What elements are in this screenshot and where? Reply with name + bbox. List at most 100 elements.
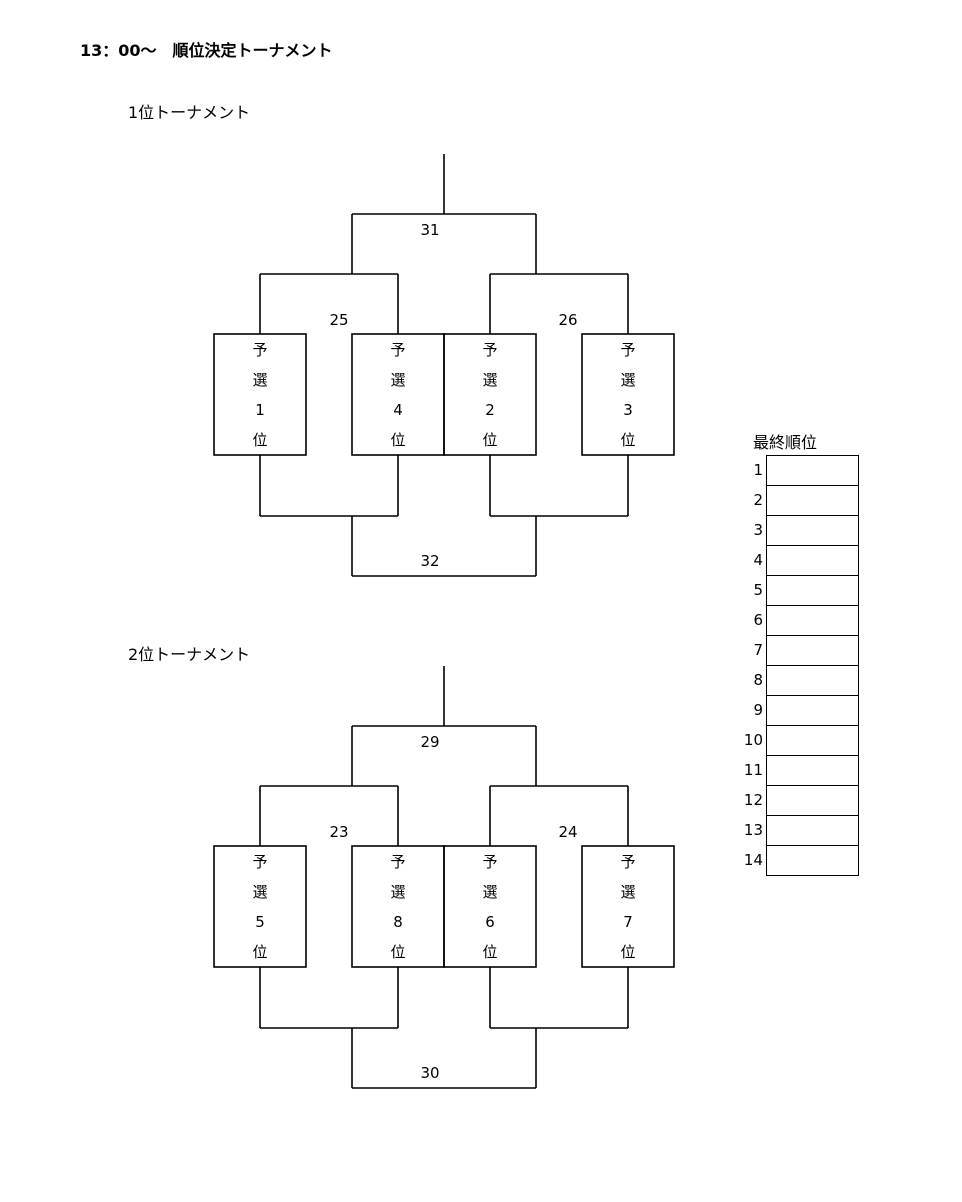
- ranking-place: 4: [753, 551, 763, 569]
- seed-label-char: 位: [252, 943, 267, 961]
- seed-label-char: 5: [255, 913, 265, 931]
- seed-label-char: 位: [620, 431, 635, 449]
- seed-label-char: 位: [482, 943, 497, 961]
- seed-label-char: 予: [252, 341, 267, 359]
- bracket-1-seed-2-label: 予 選 4 位: [390, 341, 405, 449]
- ranking-row: 12: [740, 785, 860, 815]
- ranking-row: 14: [740, 845, 860, 876]
- bracket-2-seed-3-label: 予 選 6 位: [482, 853, 497, 961]
- seed-label-char: 6: [485, 913, 495, 931]
- seed-label-char: 選: [482, 883, 497, 901]
- seed-label-char: 選: [620, 883, 635, 901]
- ranking-entry-field: [766, 785, 859, 815]
- page-title: 13：00～ 順位決定トーナメント: [80, 41, 333, 60]
- bracket-1-seed-3-label: 予 選 2 位: [482, 341, 497, 449]
- bracket-1-semi-left-match-number: 25: [329, 311, 348, 329]
- ranking-entry-field: [766, 545, 859, 575]
- bracket-2-seed-box-3: [443, 845, 537, 968]
- seed-label-char: 7: [623, 913, 633, 931]
- ranking-entry-field: [766, 575, 859, 605]
- ranking-row: 10: [740, 725, 860, 755]
- ranking-entry-field: [766, 845, 859, 876]
- bracket-2-third-place-match-number: 30: [420, 1064, 439, 1082]
- ranking-place: 1: [753, 461, 763, 479]
- seed-label-char: 選: [252, 883, 267, 901]
- seed-label-char: 3: [623, 401, 633, 419]
- bracket-1-third-place-match-number: 32: [420, 552, 439, 570]
- seed-label-char: 予: [390, 853, 405, 871]
- ranking-place: 14: [743, 851, 763, 869]
- seed-label-char: 予: [620, 341, 635, 359]
- seed-label-char: 位: [482, 431, 497, 449]
- seed-label-char: 位: [252, 431, 267, 449]
- bracket-1-seed-4-label: 予 選 3 位: [620, 341, 635, 449]
- ranking-entry-field: [766, 725, 859, 755]
- seed-label-char: 予: [620, 853, 635, 871]
- ranking-row: 11: [740, 755, 860, 785]
- bracket-1-semi-right-match-number: 26: [558, 311, 577, 329]
- ranking-row: 5: [740, 575, 860, 605]
- ranking-row: 2: [740, 485, 860, 515]
- bracket-2-seed-1-label: 予 選 5 位: [252, 853, 267, 961]
- seed-label-char: 選: [390, 883, 405, 901]
- seed-label-char: 予: [482, 341, 497, 359]
- seed-label-char: 選: [620, 371, 635, 389]
- bracket-2-seed-box-4: [581, 845, 675, 968]
- seed-label-char: 1: [255, 401, 265, 419]
- bracket-1-seed-box-1: [213, 333, 307, 456]
- ranking-place: 8: [753, 671, 763, 689]
- ranking-place: 3: [753, 521, 763, 539]
- ranking-entry-field: [766, 665, 859, 695]
- ranking-entry-field: [766, 635, 859, 665]
- seed-label-char: 2: [485, 401, 495, 419]
- ranking-place: 10: [743, 731, 763, 749]
- ranking-place: 5: [753, 581, 763, 599]
- ranking-entry-field: [766, 695, 859, 725]
- ranking-entry-field: [766, 755, 859, 785]
- seed-label-char: 選: [252, 371, 267, 389]
- ranking-place: 7: [753, 641, 763, 659]
- final-ranking-title: 最終順位: [753, 433, 818, 452]
- bracket-1-seed-1-label: 予 選 1 位: [252, 341, 267, 449]
- bracket-1-lines: [259, 154, 629, 577]
- bracket-2-lines: [259, 666, 629, 1089]
- bracket-2-final-match-number: 29: [420, 733, 439, 751]
- ranking-row: 6: [740, 605, 860, 635]
- ranking-place: 9: [753, 701, 763, 719]
- bracket-1-title: 1位トーナメント: [128, 103, 251, 122]
- ranking-row: 9: [740, 695, 860, 725]
- ranking-row: 4: [740, 545, 860, 575]
- ranking-entry-field: [766, 485, 859, 515]
- bracket-1-seed-box-4: [581, 333, 675, 456]
- bracket-2-semi-right-match-number: 24: [558, 823, 577, 841]
- bracket-1-diagram: 31 25 26 32 予 選 1 位 予 選 4 位 予 選 2 位 予 選 …: [213, 154, 675, 577]
- ranking-entry-field: [766, 455, 859, 485]
- bracket-1-final-match-number: 31: [420, 221, 439, 239]
- ranking-entry-field: [766, 815, 859, 845]
- ranking-row: 3: [740, 515, 860, 545]
- seed-label-char: 予: [390, 341, 405, 359]
- bracket-2-seed-box-1: [213, 845, 307, 968]
- seed-label-char: 選: [482, 371, 497, 389]
- ranking-place: 11: [743, 761, 763, 779]
- seed-label-char: 8: [393, 913, 403, 931]
- seed-label-char: 位: [390, 431, 405, 449]
- bracket-1-seed-box-3: [443, 333, 537, 456]
- seed-label-char: 4: [393, 401, 403, 419]
- ranking-place: 12: [743, 791, 763, 809]
- ranking-entry-field: [766, 605, 859, 635]
- bracket-2-seed-4-label: 予 選 7 位: [620, 853, 635, 961]
- seed-label-char: 予: [252, 853, 267, 871]
- seed-label-char: 選: [390, 371, 405, 389]
- seed-label-char: 予: [482, 853, 497, 871]
- ranking-entry-field: [766, 515, 859, 545]
- ranking-row: 8: [740, 665, 860, 695]
- seed-label-char: 位: [620, 943, 635, 961]
- ranking-place: 6: [753, 611, 763, 629]
- ranking-row: 13: [740, 815, 860, 845]
- ranking-place: 13: [743, 821, 763, 839]
- ranking-row: 7: [740, 635, 860, 665]
- ranking-place: 2: [753, 491, 763, 509]
- bracket-2-semi-left-match-number: 23: [329, 823, 348, 841]
